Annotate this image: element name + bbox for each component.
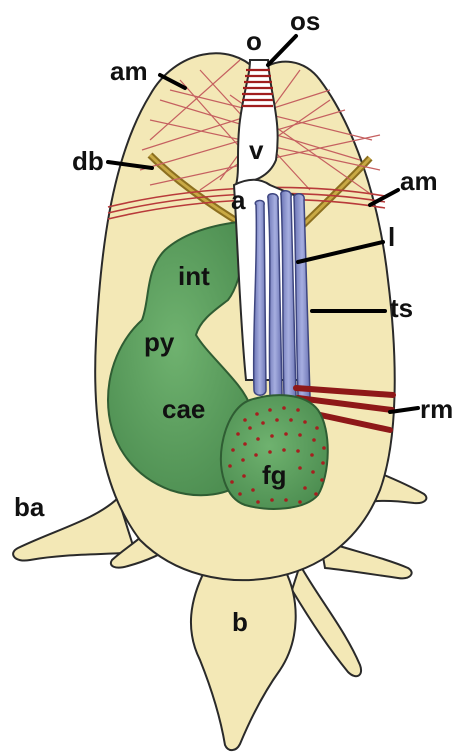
label-am-right: am [400,166,438,196]
label-ts: ts [390,293,413,323]
label-ba: ba [14,492,45,522]
label-l: l [388,222,395,252]
label-b: b [232,607,248,637]
label-rm: rm [420,394,453,424]
label-cae: cae [162,394,205,424]
label-int: int [178,261,210,291]
label-os: os [290,6,320,36]
label-am-left: am [110,56,148,86]
oral-sphincter [242,70,273,106]
leader-am-right [370,190,398,205]
label-fg: fg [262,460,287,490]
appendage-b [191,570,296,750]
foregut [221,395,328,509]
label-a: a [231,185,246,215]
label-db: db [72,146,104,176]
label-py: py [144,327,175,357]
label-o: o [246,26,262,56]
leader-os [268,36,296,65]
appendage-right-bottom [292,565,361,676]
label-v: v [249,135,264,165]
